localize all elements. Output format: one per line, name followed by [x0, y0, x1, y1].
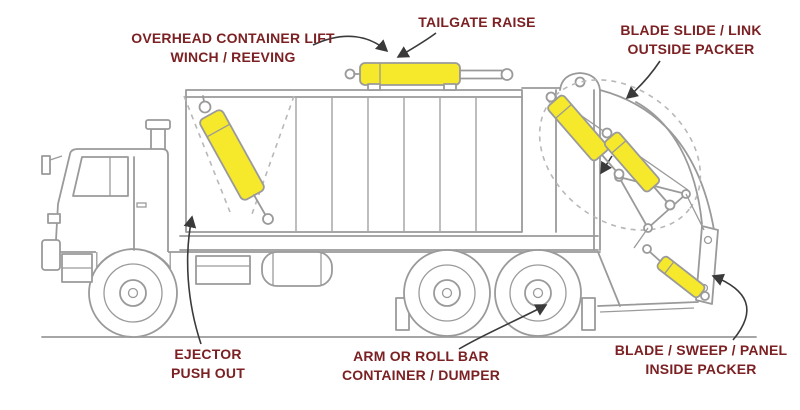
label-blade-slide-line2: OUTSIDE PACKER [628, 41, 755, 57]
packer-motion-arrow [600, 155, 613, 175]
fuel-tank [261, 251, 333, 287]
rear-wheel-1 [403, 249, 491, 337]
front-wheel [88, 248, 178, 338]
underbody-equipment [195, 251, 596, 331]
tailgate-outer-edge [599, 89, 717, 253]
mirror [41, 155, 51, 175]
rear-wheel-2 [494, 249, 582, 337]
tailgate-raise-cylinder [344, 62, 514, 91]
link-cylinder [642, 244, 710, 301]
headlight [47, 213, 61, 224]
tailgate-pivot-bracket [559, 72, 601, 91]
label-overhead-line2: WINCH / REEVING [170, 49, 295, 65]
overhead-arrow [312, 35, 389, 53]
winch-cylinder [198, 95, 274, 225]
tailgate-inner-edge [635, 101, 703, 225]
blade-slide-arrow [625, 60, 661, 100]
cab-window [72, 156, 129, 197]
label-inside-packer-line2: INSIDE PACKER [645, 361, 756, 377]
winch-guide-dashed [183, 95, 295, 215]
cab [41, 119, 172, 283]
inside-packer-arrow [711, 273, 748, 341]
label-arm-roll-line2: CONTAINER / DUMPER [342, 367, 500, 383]
label-overhead-line1: OVERHEAD CONTAINER LIFT [131, 30, 335, 46]
label-blade-slide-line1: BLADE SLIDE / LINK [620, 22, 761, 38]
label-ejector-line2: PUSH OUT [171, 365, 245, 381]
door-handle [136, 202, 147, 208]
ejector-arrow [183, 215, 202, 345]
label-inside-packer-line1: BLADE / SWEEP / PANEL [615, 342, 788, 358]
mud-flap-rear [581, 297, 596, 331]
arm-roll-bar-arrow [458, 304, 548, 350]
battery-box [195, 255, 251, 285]
label-tailgate-raise: TAILGATE RAISE [418, 14, 535, 30]
exhaust-cap [145, 119, 171, 130]
front-bumper [41, 239, 61, 271]
label-arm-roll-line1: ARM OR ROLL BAR [353, 348, 489, 364]
callout-arrows [183, 32, 748, 350]
callout-labels: OVERHEAD CONTAINER LIFT WINCH / REEVING … [131, 14, 787, 383]
sweep-cylinder [601, 127, 676, 211]
tailgate-raise-arrow [396, 32, 437, 58]
label-ejector-line1: EJECTOR [174, 346, 241, 362]
slide-cylinder [545, 91, 625, 180]
